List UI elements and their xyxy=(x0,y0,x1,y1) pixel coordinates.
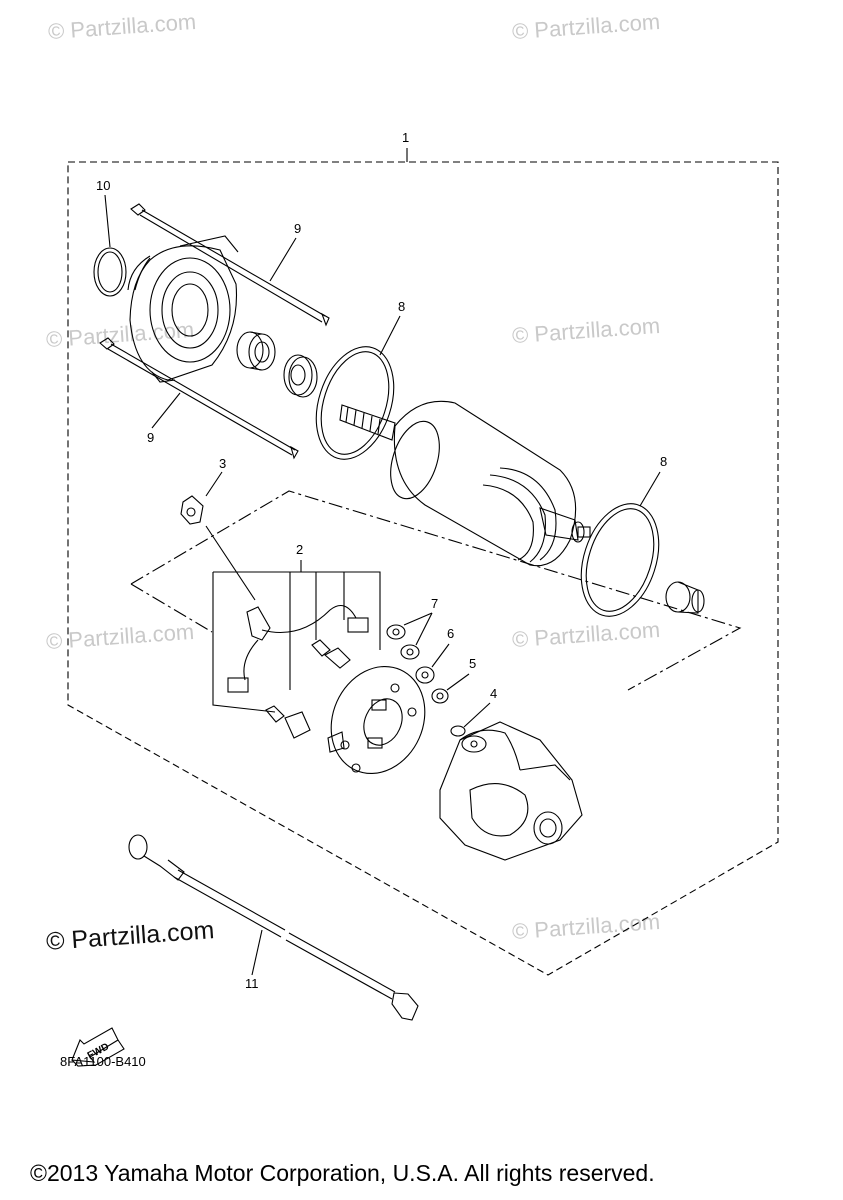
o-ring-8-upper xyxy=(315,346,395,460)
nut-7-lower xyxy=(400,644,420,660)
washer-5 xyxy=(431,688,449,704)
callout-9-upper: 9 xyxy=(294,221,302,236)
callout-4: 4 xyxy=(490,686,498,701)
rear-cover xyxy=(439,721,583,861)
callout-3: 3 xyxy=(219,456,227,471)
o-ring-10 xyxy=(93,247,127,297)
callout-11: 11 xyxy=(245,976,259,991)
brush-set-bracket xyxy=(212,571,381,713)
callout-5: 5 xyxy=(469,656,477,671)
callout-1: 1 xyxy=(402,130,410,145)
needle-bearing xyxy=(236,331,276,371)
nut-3 xyxy=(180,495,204,525)
through-bolt-lower xyxy=(99,337,299,460)
o-ring-8-lower xyxy=(580,503,660,617)
callout-2: 2 xyxy=(296,542,304,557)
nut-7-upper xyxy=(386,624,406,640)
front-cover xyxy=(127,235,239,383)
callout-8-lower: 8 xyxy=(660,454,668,469)
washer-6 xyxy=(415,666,435,684)
through-bolt-upper xyxy=(130,203,330,327)
callout-7: 7 xyxy=(431,596,439,611)
brushes xyxy=(265,639,351,739)
callout-8-upper: 8 xyxy=(398,299,406,314)
commutator xyxy=(539,507,591,543)
callout-6: 6 xyxy=(447,626,455,641)
copyright-notice: ©2013 Yamaha Motor Corporation, U.S.A. A… xyxy=(30,1160,655,1186)
assembly-boundary xyxy=(67,161,779,976)
brush-terminal xyxy=(227,604,369,693)
callout-10: 10 xyxy=(96,178,111,193)
brush-holder-plate xyxy=(327,665,426,775)
starter-yoke xyxy=(390,400,577,567)
brush-area-boundary xyxy=(130,490,742,691)
lead-wire xyxy=(128,834,419,1021)
diagram-code: 8FA1100-B410 xyxy=(60,1054,146,1069)
o-ring-4 xyxy=(450,725,466,737)
oil-seal xyxy=(283,354,318,398)
bushing xyxy=(665,581,705,614)
armature-shaft-splines xyxy=(339,404,396,441)
callout-9-lower: 9 xyxy=(147,430,155,445)
